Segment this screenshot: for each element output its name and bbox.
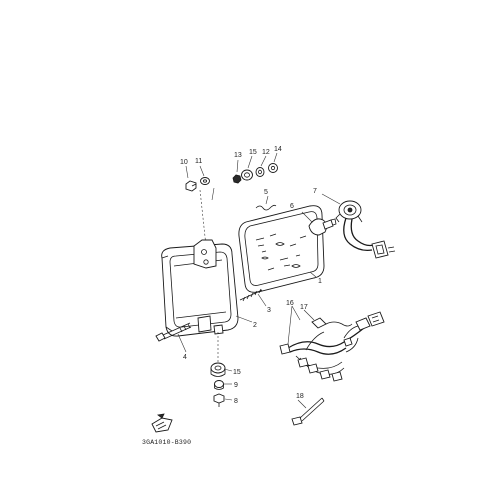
wire-harness-16	[279, 311, 385, 382]
label-part-14: 14	[274, 146, 282, 153]
front-direction-icon	[151, 413, 173, 433]
bolt-8	[213, 393, 225, 407]
label-part-11: 11	[195, 158, 202, 165]
label-part-4: 4	[183, 354, 187, 361]
cable-tie-18	[291, 397, 325, 426]
washer-11	[200, 177, 210, 185]
washer-14	[268, 163, 278, 173]
headlight-case-2	[161, 239, 239, 337]
label-part-17: 17	[300, 304, 308, 311]
connector-17	[311, 317, 353, 329]
label-part-2: 2	[253, 322, 257, 329]
grommet-15-top	[241, 169, 253, 181]
label-part-18: 18	[296, 393, 304, 400]
grommet-15-bottom	[210, 362, 226, 377]
headlight-unit-1	[238, 205, 325, 293]
label-part-1: 1	[318, 278, 322, 285]
label-part-5: 5	[264, 189, 268, 196]
bulb-6	[308, 218, 337, 236]
label-part-9: 9	[234, 382, 238, 389]
bulb-socket-7	[335, 200, 396, 259]
label-part-15-top: 15	[249, 149, 257, 156]
label-part-3: 3	[267, 307, 271, 314]
label-part-10: 10	[180, 159, 188, 166]
label-part-12: 12	[262, 149, 270, 156]
clip-5	[255, 204, 277, 211]
drawing-code: 3GA1010-B390	[142, 439, 191, 446]
label-part-6: 6	[290, 203, 294, 210]
label-part-15-bottom: 15	[233, 369, 241, 376]
collar-9	[214, 380, 224, 390]
label-part-8: 8	[234, 398, 238, 405]
label-part-16: 16	[286, 300, 294, 307]
collar-12	[255, 167, 265, 177]
nut-13	[232, 174, 242, 184]
label-part-7: 7	[313, 188, 317, 195]
bolt-10	[185, 180, 197, 192]
screw-3	[239, 288, 263, 302]
bolt-4	[155, 322, 192, 342]
label-part-13: 13	[234, 152, 242, 159]
